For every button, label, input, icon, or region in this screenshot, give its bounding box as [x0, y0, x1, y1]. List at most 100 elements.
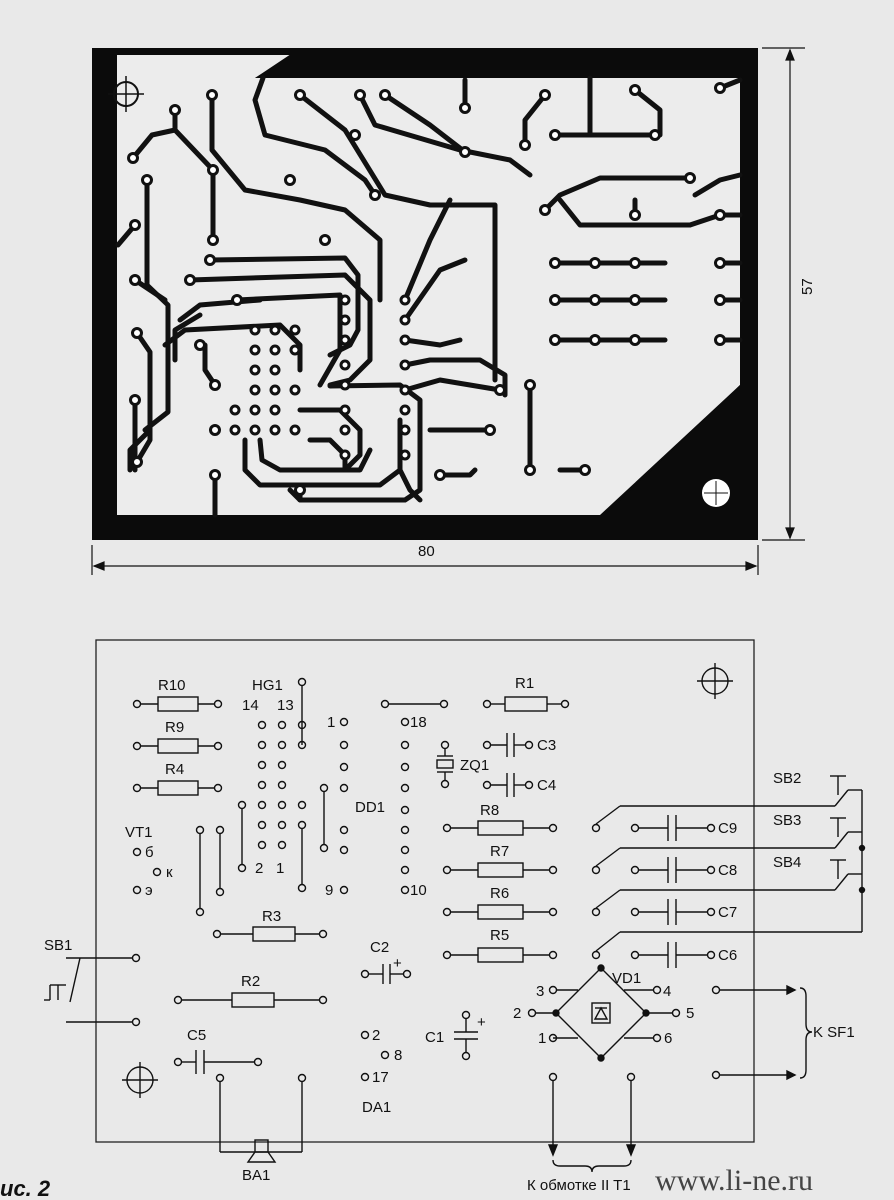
r3-label: R3 [262, 908, 281, 925]
pcb-height-dimension [762, 47, 805, 541]
hg1-label: HG1 [252, 677, 283, 694]
capacitor-c7 [591, 889, 835, 925]
capacitor-c2 [360, 964, 412, 984]
c9-label: C9 [718, 820, 737, 837]
mounting-hole-bottom-right [702, 479, 730, 507]
pcb-board [92, 48, 758, 540]
hg1-pin14-label: 14 [242, 697, 259, 714]
da1-pin8-label: 8 [394, 1047, 402, 1064]
mounting-hole-top-left [108, 76, 144, 112]
c6-label: C6 [718, 947, 737, 964]
sb4-label: SB4 [773, 854, 801, 871]
vd1-pin1-label: 1 [538, 1030, 546, 1047]
r4-label: R4 [165, 761, 184, 778]
figure-caption: ис. 2 [0, 1176, 51, 1200]
capacitor-c9 [591, 805, 835, 841]
vt1-label: VT1 [125, 824, 153, 841]
resistor-r6 [442, 904, 558, 920]
da1-label: DA1 [362, 1099, 391, 1116]
vd1-pin2-label: 2 [513, 1005, 521, 1022]
r1-label: R1 [515, 675, 534, 692]
hg1-pin2-label: 2 [255, 860, 263, 877]
capacitor-c1 [454, 1010, 478, 1061]
dd1-pin18-label: 18 [410, 714, 427, 731]
diode-bridge-vd1 [527, 964, 681, 1062]
resistor-r4 [132, 780, 223, 796]
resistor-r3 [212, 926, 328, 942]
vd1-pin5-label: 5 [686, 1005, 694, 1022]
da1-pin2-label: 2 [372, 1027, 380, 1044]
capacitor-c6 [591, 931, 862, 968]
watermark: www.li-ne.ru [655, 1164, 813, 1197]
r6-label: R6 [490, 885, 509, 902]
hg1-pads [237, 677, 329, 893]
dd1-pads [339, 699, 449, 895]
dd1-pin9-label: 9 [325, 882, 333, 899]
vd1-pin6-label: 6 [664, 1030, 672, 1047]
switch-sb2 [830, 775, 866, 932]
pcb-height-label: 57 [799, 278, 816, 295]
zq1-label: ZQ1 [460, 757, 489, 774]
hg1-pin13-label: 13 [277, 697, 294, 714]
sb1-label: SB1 [44, 937, 72, 954]
mounting-hole-top-right [697, 663, 733, 699]
resistor-r9 [132, 738, 223, 754]
c2-plus: + [393, 955, 402, 972]
pcb-pads [127, 82, 726, 496]
r8-label: R8 [480, 802, 499, 819]
r9-label: R9 [165, 719, 184, 736]
dd1-pin1-label: 1 [327, 714, 335, 731]
vt1-emitter-label: э [145, 882, 153, 899]
mounting-hole-bottom-left [122, 1062, 158, 1098]
capacitor-c4 [482, 773, 534, 797]
c2-label: C2 [370, 939, 389, 956]
r10-label: R10 [158, 677, 186, 694]
r2-label: R2 [241, 973, 260, 990]
sb3-label: SB3 [773, 812, 801, 829]
pcb-traces [115, 75, 743, 518]
resistor-r7 [442, 862, 558, 878]
c5-label: C5 [187, 1027, 206, 1044]
resistor-r1 [482, 696, 570, 712]
dd1-pin10-label: 10 [410, 882, 427, 899]
c4-label: C4 [537, 777, 556, 794]
vt1-base-label: б [145, 844, 154, 861]
hg1-pin1-label: 1 [276, 860, 284, 877]
pcb-width-dimension [91, 545, 759, 575]
c1-plus: + [477, 1014, 486, 1031]
sb2-label: SB2 [773, 770, 801, 787]
resistor-r10 [132, 696, 223, 712]
winding-connection [547, 1072, 637, 1173]
assembly-board [95, 639, 755, 1143]
capacitor-c3 [482, 733, 534, 757]
c3-label: C3 [537, 737, 556, 754]
vd1-pin4-label: 4 [663, 983, 671, 1000]
resistor-r2 [173, 992, 328, 1008]
vt1-pads [132, 825, 225, 917]
dd1-label: DD1 [355, 799, 385, 816]
c1-label: C1 [425, 1029, 444, 1046]
ba1-label: BA1 [242, 1167, 270, 1184]
capacitor-c8 [591, 847, 835, 883]
vd1-pin3-label: 3 [536, 983, 544, 1000]
r7-label: R7 [490, 843, 509, 860]
da1-pads [360, 1030, 390, 1082]
ksf1-label: K SF1 [813, 1024, 855, 1041]
switch-sb4 [830, 859, 862, 891]
winding-label: К обмотке II T1 [527, 1177, 631, 1194]
pcb-width-label: 80 [418, 543, 435, 560]
resistor-r8 [442, 820, 558, 836]
vd1-label: VD1 [612, 970, 641, 987]
capacitor-c5 [173, 1050, 263, 1074]
switch-sb1 [44, 953, 141, 1027]
speaker-ba1 [215, 1073, 307, 1163]
r5-label: R5 [490, 927, 509, 944]
ksf1-connection [711, 984, 813, 1081]
crystal-zq1 [436, 740, 454, 789]
resistor-r5 [442, 947, 558, 963]
vt1-collector-label: к [166, 864, 173, 881]
c7-label: C7 [718, 904, 737, 921]
switch-sb3 [830, 817, 862, 849]
pcb-copper-area [92, 55, 740, 515]
